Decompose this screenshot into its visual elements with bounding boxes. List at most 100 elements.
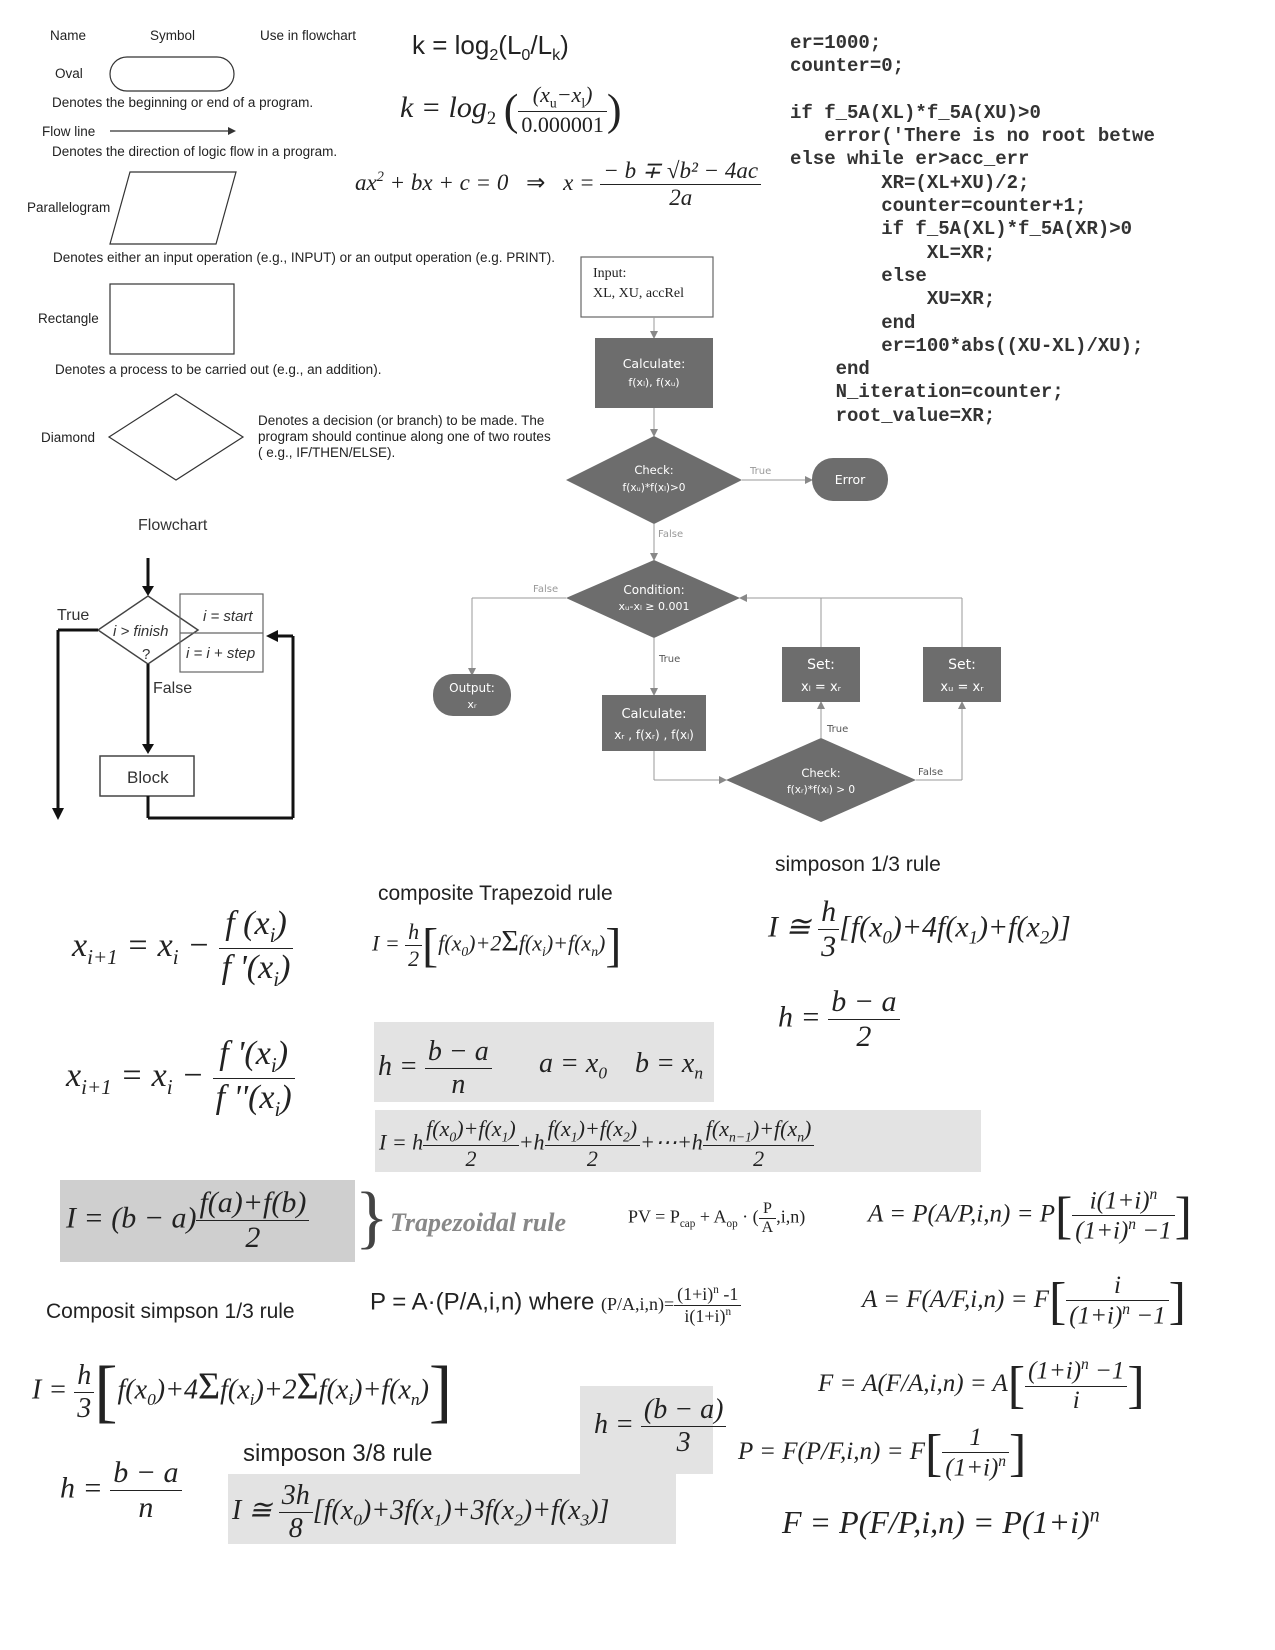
legend-flowline-desc: Denotes the direction of logic flow in a… xyxy=(52,144,338,159)
fc-true3: True xyxy=(826,724,848,735)
fc-set1-label: Set: xyxy=(807,657,835,673)
loop-flowchart-title: Flowchart xyxy=(138,517,208,534)
legend-header-use: Use in flowchart xyxy=(260,28,357,43)
legend-diamond-desc-2: program should continue along one of two… xyxy=(258,429,551,444)
fc-check1-label: Check: xyxy=(634,463,673,477)
code-line: end xyxy=(790,358,870,381)
brace: } xyxy=(355,1179,389,1256)
loop-start: i = start xyxy=(203,608,253,625)
code-line: end xyxy=(790,311,916,334)
legend-diamond-desc-1: Denotes a decision (or branch) to be mad… xyxy=(258,413,545,428)
loop-step: i = i + step xyxy=(186,645,256,662)
loop-condition-q: ? xyxy=(142,646,151,663)
fc-calc1-label: Calculate: xyxy=(623,356,686,371)
oval-symbol xyxy=(109,56,235,92)
legend-rectangle-name: Rectangle xyxy=(38,311,99,326)
heading-trapezoid-composite: composite Trapezoid rule xyxy=(378,882,613,905)
fc-error: Error xyxy=(835,472,866,487)
code-line: counter=0; xyxy=(790,55,905,78)
fc-false3: False xyxy=(918,767,943,778)
fc-condition-value: xᵤ-xₗ ≥ 0.001 xyxy=(619,600,690,613)
fc-true2: True xyxy=(658,654,680,665)
rectangle-symbol xyxy=(109,283,235,355)
fc-calc2-value: xᵣ , f(xᵣ) , f(xₗ) xyxy=(614,728,694,742)
fc-input-label: Input: xyxy=(593,266,626,281)
code-line: er=1000; xyxy=(790,32,882,54)
heading-simpson38: simposon 3/8 rule xyxy=(243,1440,433,1467)
loop-true-label: True xyxy=(57,607,90,624)
heading-composit-simpson: Composit simpson 1/3 rule xyxy=(46,1300,295,1323)
fc-condition-label: Condition: xyxy=(623,583,684,597)
diamond-symbol xyxy=(107,393,245,481)
code-line: error('There is no root betwe xyxy=(790,125,1155,148)
fc-input-values: XL, XU, accRel xyxy=(593,286,684,301)
code-line: else while er>acc_err xyxy=(790,148,1030,171)
parallelogram-symbol xyxy=(109,171,237,245)
legend-header-symbol: Symbol xyxy=(150,28,196,43)
newton-raphson-formula: xi+1 = xi − f (xi)f '(xi) xyxy=(72,905,294,992)
legend-flowline-name: Flow line xyxy=(42,124,96,139)
loop-condition: i > finish xyxy=(113,623,169,640)
legend-oval-desc: Denotes the beginning or end of a progra… xyxy=(52,95,314,110)
fc-output-value: xᵣ xyxy=(467,698,477,711)
legend-diamond-desc-3: ( e.g., IF/THEN/ELSE). xyxy=(258,445,396,460)
fc-check1-value: f(xᵤ)*f(xₗ)>0 xyxy=(623,482,686,494)
modified-newton-formula: xi+1 = xi − f '(xi)f ''(xi) xyxy=(66,1035,295,1122)
fc-false1: False xyxy=(658,529,683,540)
a-given-f-formula: A = F(A/F,i,n) = F[i(1+i)n −1] xyxy=(862,1272,1186,1330)
flowline-arrow-icon xyxy=(110,127,236,135)
k-formula-big: k = log2 ((xu−xl)0.000001) xyxy=(400,82,622,138)
code-line: XU=XR; xyxy=(790,288,996,311)
code-line: N_iteration=counter; xyxy=(790,381,1064,404)
code-line: else xyxy=(790,264,927,287)
bisection-flowchart: Input: XL, XU, accRel Calculate: f(xₗ), … xyxy=(433,256,1001,822)
p-given-a-formula: P = A·(P/A,i,n) where (P/A,i,n)=(1+i)n -… xyxy=(370,1284,742,1327)
fc-true1: True xyxy=(749,466,771,477)
code-line: if f_5A(XL)*f_5A(XU)>0 xyxy=(790,101,1041,124)
f-given-p-formula: F = P(F/P,i,n) = P(1+i)n xyxy=(782,1504,1100,1540)
heading-simpson13: simposon 1/3 rule xyxy=(775,853,941,876)
fc-set2-value: xᵤ = xᵣ xyxy=(940,680,984,695)
h-simpson38-shaded: h = (b − a)3 xyxy=(580,1386,727,1474)
fc-check2-value: f(xᵣ)*f(xₗ) > 0 xyxy=(787,784,855,796)
trapezoidal-rule-label: Trapezoidal rule xyxy=(390,1208,566,1237)
legend-oval-name: Oval xyxy=(55,66,83,81)
code-line: root_value=XR; xyxy=(790,404,996,427)
fc-set2-label: Set: xyxy=(948,657,976,673)
legend-parallelogram-desc: Denotes either an input operation (e.g.,… xyxy=(53,250,556,265)
code-line: counter=counter+1; xyxy=(790,195,1087,218)
k-formula-simple: k = log2(L0/Lk) xyxy=(412,30,569,65)
loop-block: Block xyxy=(127,768,169,787)
code-line xyxy=(790,79,1155,102)
loop-flowchart xyxy=(52,558,295,820)
a-given-p-formula: A = P(A/P,i,n) = P[i(1+i)n(1+i)n −1] xyxy=(868,1186,1192,1245)
bisection-code: er=1000;counter=0; if f_5A(XL)*f_5A(XU)>… xyxy=(790,32,1155,428)
legend-diamond-name: Diamond xyxy=(41,430,96,445)
legend-header-name: Name xyxy=(50,28,87,43)
fc-output-label: Output: xyxy=(449,681,495,695)
legend-rectangle-desc: Denotes a process to be carried out (e.g… xyxy=(55,362,382,377)
code-line: XR=(XL+XU)/2; xyxy=(790,171,1030,194)
p-given-f-formula: P = F(P/F,i,n) = F[1(1+i)n] xyxy=(738,1424,1027,1482)
code-line: if f_5A(XL)*f_5A(XR)>0 xyxy=(790,218,1133,241)
fc-calc1-value: f(xₗ), f(xᵤ) xyxy=(628,376,679,389)
code-line: er=100*abs((XU-XL)/XU); xyxy=(790,334,1144,357)
code-line: XL=XR; xyxy=(790,241,996,264)
trapezoidal-rule-shaded: I = (b − a)f(a)+f(b)2 xyxy=(60,1180,355,1262)
legend-parallelogram-name: Parallelogram xyxy=(27,200,111,215)
loop-false-label: False xyxy=(153,680,193,697)
fc-false2: False xyxy=(533,584,558,595)
fc-check2-label: Check: xyxy=(801,766,840,780)
fc-calc2-label: Calculate: xyxy=(621,707,686,722)
